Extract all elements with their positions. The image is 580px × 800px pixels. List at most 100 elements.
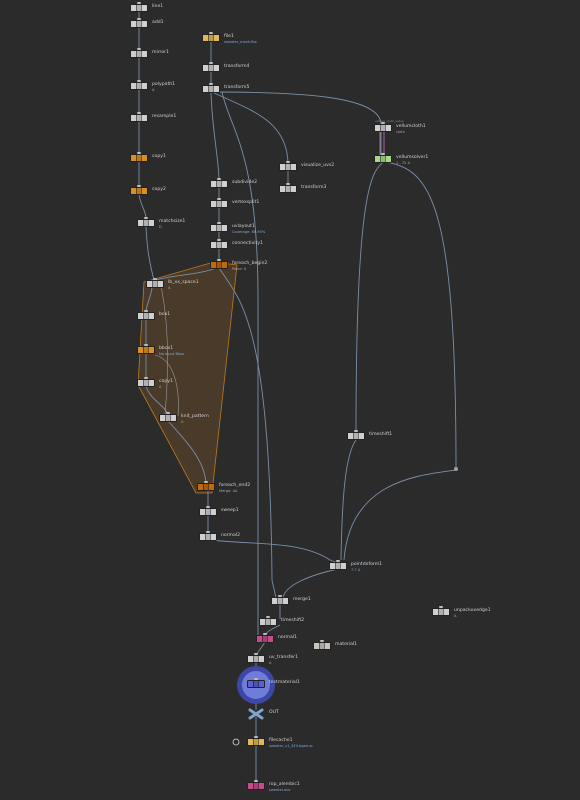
node-tile[interactable] bbox=[247, 782, 265, 790]
input-port[interactable] bbox=[209, 62, 213, 64]
node-tile[interactable] bbox=[279, 185, 297, 193]
node-tile[interactable] bbox=[199, 508, 217, 516]
node-tile[interactable] bbox=[210, 241, 228, 249]
input-port[interactable] bbox=[137, 18, 141, 20]
input-port[interactable] bbox=[381, 122, 385, 124]
node-tile[interactable] bbox=[197, 483, 215, 491]
reference-wires bbox=[154, 285, 179, 417]
node-label: uv_transfer1 bbox=[269, 655, 298, 660]
input-port[interactable] bbox=[144, 377, 148, 379]
input-port[interactable] bbox=[137, 152, 141, 154]
input-port[interactable] bbox=[166, 412, 170, 414]
input-port[interactable] bbox=[217, 198, 221, 200]
node-tile[interactable] bbox=[210, 261, 228, 269]
input-port[interactable] bbox=[144, 217, 148, 219]
input-port[interactable] bbox=[217, 178, 221, 180]
node-sublabel: sweater_mesh.fbx bbox=[224, 40, 257, 44]
node-tile[interactable] bbox=[347, 432, 365, 440]
input-port[interactable] bbox=[137, 112, 141, 114]
input-port[interactable] bbox=[254, 653, 258, 655]
node-tile[interactable] bbox=[279, 163, 297, 171]
node-tile[interactable] bbox=[130, 187, 148, 195]
input-port[interactable] bbox=[354, 430, 358, 432]
node-tile[interactable] bbox=[202, 34, 220, 42]
node-tile[interactable] bbox=[247, 655, 265, 663]
node-label: timeshift1 bbox=[369, 432, 393, 437]
input-port[interactable] bbox=[206, 506, 210, 508]
node-label: transform3 bbox=[301, 185, 327, 190]
node-tile[interactable] bbox=[271, 597, 289, 605]
input-port[interactable] bbox=[206, 531, 210, 533]
node-tile[interactable] bbox=[210, 200, 228, 208]
node-label: lb_xx_space1 bbox=[168, 280, 199, 285]
node-tile[interactable] bbox=[130, 114, 148, 122]
node-sublabel: 1 - 72 A bbox=[396, 161, 411, 165]
node-tile[interactable] bbox=[202, 85, 220, 93]
node-label: pointdeform1 bbox=[351, 562, 383, 567]
node-tile[interactable] bbox=[159, 414, 177, 422]
input-port[interactable] bbox=[439, 606, 443, 608]
node-sublabel: sweater_v1_$F4.bgeo.sc bbox=[269, 744, 314, 748]
input-port[interactable] bbox=[137, 80, 141, 82]
input-port[interactable] bbox=[144, 310, 148, 312]
input-port[interactable] bbox=[263, 633, 267, 635]
input-port[interactable] bbox=[266, 616, 270, 618]
input-port[interactable] bbox=[209, 32, 213, 34]
out-null-icon[interactable] bbox=[248, 708, 264, 720]
input-port[interactable] bbox=[254, 780, 258, 782]
node-label: testmaterial1 bbox=[269, 680, 300, 685]
input-port[interactable] bbox=[320, 640, 324, 642]
input-port[interactable] bbox=[381, 153, 385, 155]
node-tile[interactable] bbox=[329, 562, 347, 570]
node-tile[interactable] bbox=[259, 618, 277, 626]
node-tile[interactable] bbox=[137, 379, 155, 387]
node-tile[interactable] bbox=[130, 50, 148, 58]
node-label: subdivide2 bbox=[232, 180, 258, 185]
input-port[interactable] bbox=[254, 736, 258, 738]
node-tile[interactable] bbox=[313, 642, 331, 650]
node-tile[interactable] bbox=[210, 224, 228, 232]
node-label: uvlayout1 bbox=[232, 224, 255, 229]
dot-node[interactable] bbox=[454, 467, 458, 471]
node-tile[interactable] bbox=[374, 124, 392, 132]
input-port[interactable] bbox=[254, 678, 258, 680]
input-port[interactable] bbox=[217, 239, 221, 241]
node-label: normal2 bbox=[221, 533, 241, 538]
input-port[interactable] bbox=[278, 595, 282, 597]
input-port[interactable] bbox=[204, 481, 208, 483]
node-tile[interactable] bbox=[202, 64, 220, 72]
node-tile[interactable] bbox=[374, 155, 392, 163]
input-port[interactable] bbox=[286, 161, 290, 163]
foreach-block[interactable] bbox=[137, 261, 238, 494]
input-port[interactable] bbox=[286, 183, 290, 185]
input-port[interactable] bbox=[217, 222, 221, 224]
node-tile[interactable] bbox=[137, 219, 155, 227]
input-port[interactable] bbox=[336, 560, 340, 562]
input-port[interactable] bbox=[209, 83, 213, 85]
node-sublabel: A bbox=[152, 88, 155, 92]
input-port[interactable] bbox=[137, 185, 141, 187]
node-tile[interactable] bbox=[137, 312, 155, 320]
node-label: file1 bbox=[224, 34, 234, 39]
input-port[interactable] bbox=[153, 278, 157, 280]
node-tile[interactable] bbox=[130, 20, 148, 28]
node-tile[interactable] bbox=[432, 608, 450, 616]
node-tile[interactable] bbox=[247, 680, 265, 688]
input-port[interactable] bbox=[137, 48, 141, 50]
node-tile[interactable] bbox=[210, 180, 228, 188]
node-tile[interactable] bbox=[256, 635, 274, 643]
node-tile[interactable] bbox=[130, 154, 148, 162]
node-tile[interactable] bbox=[137, 346, 155, 354]
node-tile[interactable] bbox=[247, 738, 265, 746]
input-port[interactable] bbox=[144, 344, 148, 346]
node-tile[interactable] bbox=[130, 4, 148, 12]
input-port[interactable] bbox=[217, 259, 221, 261]
node-tile[interactable] bbox=[199, 533, 217, 541]
node-label: add1 bbox=[152, 20, 164, 25]
node-label: OUT bbox=[269, 710, 279, 715]
node-label: vellumcloth1 bbox=[396, 124, 426, 129]
node-tile[interactable] bbox=[146, 280, 164, 288]
node-tile[interactable] bbox=[130, 82, 148, 90]
connection-lines bbox=[138, 11, 457, 783]
input-port[interactable] bbox=[137, 2, 141, 4]
